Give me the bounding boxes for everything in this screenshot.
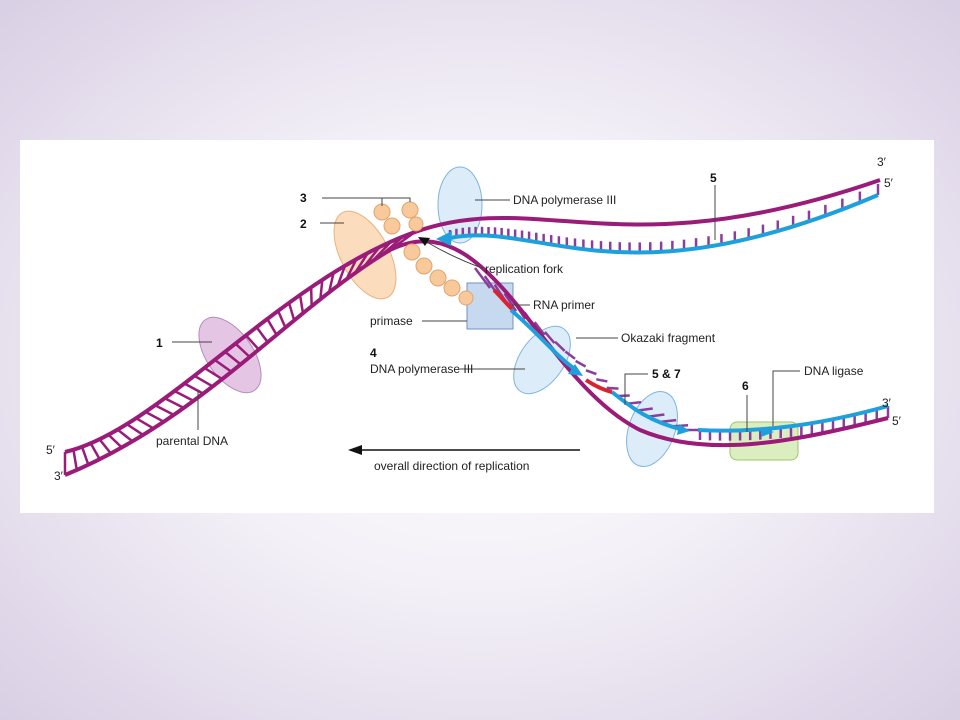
- parental-strand-a: [64, 178, 881, 454]
- number-1: 1: [156, 336, 163, 350]
- lagging-rung: [585, 369, 597, 376]
- parental-rung: [183, 382, 204, 395]
- parental-rung: [245, 334, 260, 351]
- parental-rung: [298, 294, 305, 314]
- leader-3: [322, 197, 383, 206]
- dna-replication-diagram: 3 2 1 4 5 5 & 7 6 DNA polymerase III rep…: [46, 155, 902, 483]
- number-6: 6: [742, 379, 749, 393]
- end-right-top-upper: 3′: [877, 155, 887, 169]
- parental-rung: [266, 318, 278, 336]
- parental-rung: [154, 404, 175, 416]
- okazaki-fragment-1: [509, 308, 578, 372]
- parental-rung: [319, 279, 324, 300]
- label-overall-direction: overall direction of replication: [374, 459, 529, 473]
- parental-rung: [80, 446, 90, 466]
- helicase-beads: [373, 201, 474, 306]
- leading-strand-arrowhead: [436, 231, 452, 246]
- parental-rung: [164, 397, 185, 410]
- overall-direction-arrowhead: [348, 445, 362, 455]
- number-5-top: 5: [710, 171, 717, 185]
- parental-rung: [287, 302, 296, 321]
- lagging-rung: [637, 407, 653, 412]
- leader-replication-fork: [424, 240, 483, 269]
- number-4: 4: [370, 346, 377, 360]
- parental-rung: [203, 366, 223, 381]
- lagging-rung: [543, 331, 556, 344]
- end-right-top-lower: 5′: [884, 176, 894, 190]
- rna-primer-1: [492, 288, 514, 311]
- label-parental-dna: parental DNA: [156, 434, 228, 448]
- end-right-bottom-upper: 3′: [882, 396, 892, 410]
- lagging-rung: [554, 340, 566, 352]
- parental-rung: [98, 438, 112, 455]
- rna-primer-2: [584, 378, 613, 394]
- parental-rung: [234, 342, 251, 358]
- okazaki-fragment-1-arrowhead: [568, 364, 583, 376]
- lagging-rung: [606, 386, 619, 390]
- parental-rung: [276, 310, 287, 329]
- parental-rung: [116, 428, 134, 443]
- parental-rung: [107, 433, 123, 449]
- label-replication-fork: replication fork: [485, 262, 564, 276]
- parental-rung: [173, 389, 195, 402]
- parental-rung: [327, 272, 335, 293]
- parental-rung: [144, 410, 165, 423]
- lagging-rung: [503, 292, 518, 312]
- label-dna-polymerase-bottom: DNA polymerase III: [370, 362, 473, 376]
- parental-rung: [135, 417, 155, 430]
- leader-dna-ligase: [772, 370, 800, 426]
- end-right-bottom-lower: 5′: [892, 414, 902, 428]
- replication-fork-arrowhead: [418, 237, 430, 246]
- label-primase: primase: [370, 314, 413, 328]
- lagging-rung: [533, 321, 546, 336]
- parental-rung: [72, 449, 79, 471]
- parental-rung: [309, 287, 313, 307]
- parental-rung: [224, 350, 242, 366]
- number-3: 3: [300, 191, 307, 205]
- diagram-panel: 3 2 1 4 5 5 & 7 6 DNA polymerase III rep…: [20, 140, 934, 513]
- lagging-rung: [564, 350, 576, 360]
- lagging-rung: [575, 359, 587, 368]
- label-dna-ligase: DNA ligase: [804, 364, 864, 378]
- okazaki-fragment-2-arrowhead: [677, 424, 690, 435]
- label-okazaki-fragment: Okazaki fragment: [621, 331, 716, 345]
- number-2: 2: [300, 217, 307, 231]
- end-left-top: 5′: [46, 443, 56, 457]
- lagging-rung: [596, 378, 608, 383]
- label-rna-primer: RNA primer: [533, 298, 595, 312]
- leading-strand: [449, 193, 879, 255]
- parental-rung: [193, 374, 214, 388]
- okazaki-fragment-2: [610, 390, 685, 432]
- base-pair-rungs: [63, 184, 890, 475]
- end-left-bottom: 3′: [54, 469, 64, 483]
- number-5-and-7: 5 & 7: [652, 367, 681, 381]
- parental-rung: [213, 358, 233, 373]
- leader-3b: [382, 197, 411, 202]
- parental-strand-b: [64, 239, 889, 477]
- lagging-rung: [474, 267, 491, 289]
- parental-rung: [89, 442, 101, 460]
- leader-5and7: [624, 373, 648, 405]
- parental-rung: [126, 423, 144, 436]
- dna-polymerase-bottom-enzyme: [513, 325, 571, 395]
- parental-rung: [255, 326, 269, 343]
- label-dna-polymerase-top: DNA polymerase III: [513, 193, 616, 207]
- okazaki-fragment-3: [697, 404, 889, 433]
- okazaki-fragment-3-arrowhead: [761, 427, 774, 437]
